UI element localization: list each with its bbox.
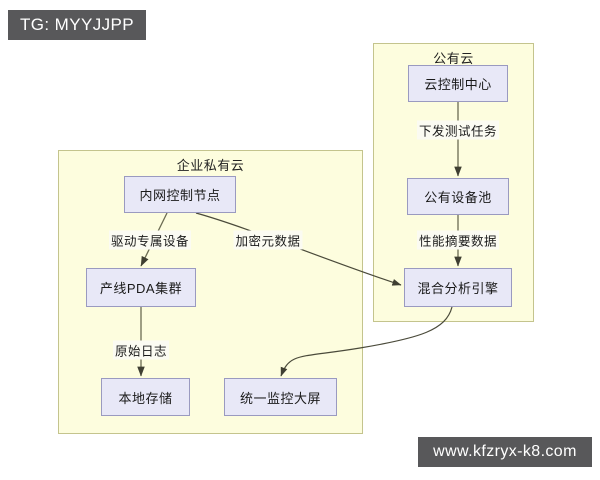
- node-hybrid-analysis-engine[interactable]: 混合分析引擎: [404, 268, 512, 307]
- node-cloud-control-center[interactable]: 云控制中心: [408, 65, 508, 102]
- node-pda-cluster[interactable]: 产线PDA集群: [86, 268, 196, 307]
- cluster-private-cloud-title: 企业私有云: [176, 158, 245, 173]
- node-pda-cluster-label: 产线PDA集群: [99, 281, 183, 296]
- edge-label-performance-summary: 性能摘要数据: [416, 230, 500, 250]
- node-cloud-control-center-label: 云控制中心: [424, 77, 492, 92]
- node-intranet-control-node-label: 内网控制节点: [139, 188, 221, 203]
- node-local-storage[interactable]: 本地存储: [101, 378, 190, 416]
- node-intranet-control-node[interactable]: 内网控制节点: [124, 176, 236, 213]
- node-unified-monitor-screen[interactable]: 统一监控大屏: [224, 378, 337, 416]
- edge-label-drive-dedicated-device: 驱动专属设备: [108, 230, 192, 250]
- node-unified-monitor-screen-label: 统一监控大屏: [239, 390, 321, 406]
- edge-label-dispatch-test-task: 下发测试任务: [416, 120, 500, 140]
- node-hybrid-analysis-engine-label: 混合分析引擎: [417, 281, 499, 296]
- node-public-device-pool-label: 公有设备池: [424, 190, 492, 205]
- edge-label-raw-log: 原始日志: [112, 340, 170, 360]
- edge-label-encrypted-metadata: 加密元数据: [233, 230, 303, 250]
- node-local-storage-label: 本地存储: [118, 390, 173, 406]
- cluster-public-cloud-title: 公有云: [433, 51, 474, 66]
- node-public-device-pool[interactable]: 公有设备池: [407, 178, 509, 215]
- edge-to-monitor-path: [280, 306, 453, 377]
- watermark-bottom-right: www.kfzryx-k8.com: [418, 437, 592, 467]
- watermark-top-left: TG: MYYJJPP: [8, 10, 146, 40]
